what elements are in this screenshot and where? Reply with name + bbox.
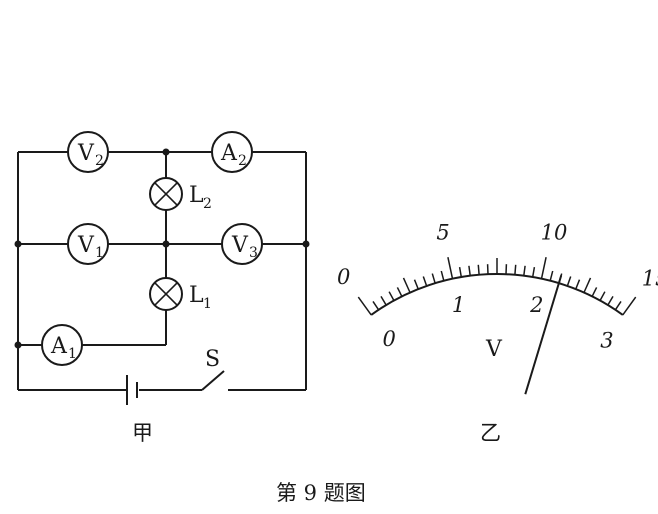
dial-tick [622, 296, 637, 316]
junction-dot [302, 240, 310, 248]
switch-symbol: S [201, 347, 225, 391]
dial-tick [477, 264, 480, 275]
circuit-caption: 甲 [132, 421, 153, 445]
lamp-letter: L [189, 183, 204, 208]
scale-bottom-label: 2 [529, 293, 543, 317]
meter-letter: V [77, 233, 95, 258]
dial-tick [357, 296, 372, 316]
junction-dot [162, 148, 170, 156]
figure-caption: 第 9 题图 [276, 481, 366, 505]
meter-subscript: 3 [249, 245, 258, 261]
scale-top-label: 15 [642, 267, 658, 291]
meter-letter: V [77, 141, 95, 166]
dial-tick [447, 257, 454, 279]
dial-tick [388, 291, 395, 301]
scale-bottom-label: 0 [383, 327, 396, 351]
lamp-subscript: 2 [203, 196, 212, 212]
dial-tick [599, 291, 606, 301]
dial-tick [575, 279, 581, 290]
dial-tick [523, 265, 526, 276]
battery-symbol [126, 375, 138, 405]
junction-dot [14, 240, 22, 248]
scale-top-label: 0 [337, 265, 350, 289]
dial-tick [614, 300, 622, 311]
meter-a1: A 1 [41, 324, 83, 366]
scale-bottom-label: 1 [452, 293, 465, 317]
dial-tick [372, 300, 380, 311]
dial-tick [413, 279, 419, 290]
dial-tick [531, 266, 536, 278]
dial-tick [380, 296, 387, 306]
voltmeter-dial: 0 5 10 15 0 1 2 3 V 乙 [337, 221, 658, 445]
circuit-diagram: S V 2 A 2 V 1 V 3 A [14, 131, 310, 445]
meter-letter: A [50, 334, 68, 359]
meter-subscript: 2 [95, 153, 104, 169]
dial-arc [370, 273, 624, 316]
dial-pointer [524, 275, 563, 395]
meter-letter: V [231, 233, 249, 258]
scale-top-label: 5 [436, 221, 449, 245]
junction-dot [14, 341, 22, 349]
meter-v2: V 2 [67, 131, 109, 173]
dial-tick [402, 277, 411, 293]
lamp-subscript: 1 [203, 296, 212, 312]
dial-caption: 乙 [480, 421, 501, 445]
dial-ticks [357, 257, 637, 316]
meter-v3: V 3 [221, 223, 263, 265]
meter-subscript: 1 [68, 346, 77, 362]
dial-tick [591, 287, 598, 297]
dial-tick [396, 287, 403, 297]
dial-tick [468, 265, 471, 276]
lamp-l1: L 1 [149, 277, 212, 312]
dial-tick [422, 276, 428, 287]
dial-tick [607, 296, 614, 306]
dial-unit: V [485, 337, 503, 362]
dial-tick [549, 270, 554, 281]
dial-tick [583, 277, 592, 293]
dial-tick [540, 257, 547, 279]
lamp-l2: L 2 [149, 177, 212, 212]
scale-bottom-label: 3 [600, 329, 613, 353]
meter-a2: A 2 [211, 131, 253, 173]
meter-v1: V 1 [67, 223, 109, 265]
dial-tick [431, 273, 436, 284]
dial-tick [458, 266, 463, 278]
dial-tick [566, 276, 572, 287]
dial-tick [440, 270, 445, 281]
meter-letter: A [220, 141, 238, 166]
junction-dot [162, 240, 170, 248]
meter-subscript: 2 [238, 153, 247, 169]
dial-tick [514, 264, 517, 275]
switch-label: S [205, 347, 220, 372]
meter-subscript: 1 [95, 245, 104, 261]
lamp-letter: L [189, 283, 204, 308]
scale-top-label: 10 [541, 221, 568, 245]
